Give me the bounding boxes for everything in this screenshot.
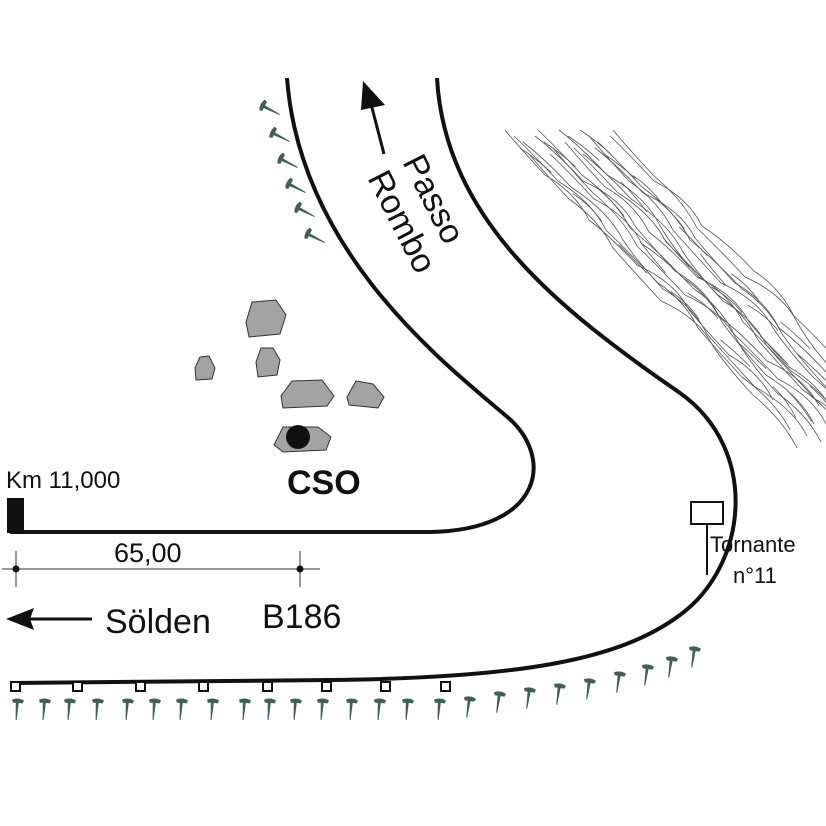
guard-post bbox=[72, 681, 83, 692]
cso-location-dot bbox=[286, 425, 310, 449]
tree-icon bbox=[551, 682, 567, 706]
tree-icon bbox=[120, 698, 135, 721]
scree-line bbox=[573, 147, 826, 411]
tree-icon bbox=[174, 698, 189, 721]
scree-line bbox=[504, 129, 774, 401]
hairpin-sign bbox=[690, 501, 724, 575]
tree-icon bbox=[372, 698, 387, 721]
tree-icon bbox=[581, 677, 597, 701]
scree-line bbox=[549, 153, 826, 425]
tree-icon bbox=[491, 690, 507, 714]
tree-icon bbox=[302, 226, 328, 248]
road-inner-edge bbox=[10, 77, 536, 534]
tree-icon bbox=[521, 686, 537, 710]
scree-line bbox=[513, 135, 791, 431]
tree-icon bbox=[62, 698, 77, 721]
tree-icon bbox=[639, 663, 655, 687]
tree-icon bbox=[267, 125, 293, 147]
road-outer-edge bbox=[11, 77, 738, 685]
tree-icon bbox=[10, 698, 25, 721]
scree-line bbox=[558, 129, 826, 401]
label-b186: B186 bbox=[262, 598, 341, 636]
label-cso: CSO bbox=[287, 464, 361, 502]
guard-post bbox=[10, 681, 21, 692]
scree-line bbox=[612, 129, 826, 364]
arrow-west-icon bbox=[6, 608, 92, 630]
scree-line bbox=[609, 135, 826, 349]
tree-icon bbox=[288, 698, 303, 721]
tree-icon bbox=[147, 698, 162, 721]
guard-post bbox=[440, 681, 451, 692]
scree-line bbox=[537, 129, 815, 425]
scree-line bbox=[522, 141, 808, 437]
scree-line bbox=[597, 141, 826, 388]
label-distance: 65,00 bbox=[114, 538, 182, 568]
tree-icon bbox=[611, 670, 627, 694]
guard-post bbox=[262, 681, 273, 692]
scree-line bbox=[534, 135, 820, 407]
guard-post bbox=[198, 681, 209, 692]
label-hairpin-number: n°11 bbox=[733, 563, 777, 588]
tree-icon bbox=[237, 698, 252, 721]
km-marker bbox=[7, 498, 24, 533]
tree-icon bbox=[292, 200, 318, 222]
label-tornante: Tornante bbox=[710, 532, 796, 557]
tree-icon bbox=[37, 698, 52, 721]
scree-line bbox=[594, 147, 826, 373]
guard-post bbox=[380, 681, 391, 692]
scree-line bbox=[552, 147, 822, 443]
tree-icon bbox=[344, 698, 359, 721]
tree-icon bbox=[686, 645, 702, 669]
tree-icon bbox=[90, 698, 105, 721]
scree-line bbox=[579, 129, 826, 363]
tree-icon bbox=[275, 151, 301, 173]
scree-slope bbox=[504, 129, 826, 449]
tree-icon bbox=[262, 698, 277, 721]
scree-line bbox=[528, 153, 798, 449]
tree-icon bbox=[315, 698, 330, 721]
scree-line bbox=[567, 135, 826, 404]
dimension-point bbox=[296, 565, 304, 573]
guard-post bbox=[321, 681, 332, 692]
label-solden: Sölden bbox=[105, 603, 211, 641]
scree-line bbox=[588, 135, 826, 390]
tree-icon bbox=[461, 695, 477, 719]
tree-icon bbox=[400, 698, 415, 721]
scree-line bbox=[582, 153, 826, 407]
tree-icon bbox=[205, 698, 220, 721]
tree-icon bbox=[283, 176, 309, 198]
scree-line bbox=[603, 153, 826, 382]
arrow-north-icon bbox=[361, 81, 386, 155]
label-km: Km 11,000 bbox=[6, 467, 120, 494]
tree-icon bbox=[663, 655, 679, 679]
dimension-point bbox=[12, 565, 20, 573]
scree-line bbox=[564, 141, 826, 401]
guard-posts bbox=[10, 681, 451, 692]
guard-post bbox=[135, 681, 146, 692]
tree-icon bbox=[432, 698, 447, 721]
tree-icon bbox=[257, 98, 283, 120]
